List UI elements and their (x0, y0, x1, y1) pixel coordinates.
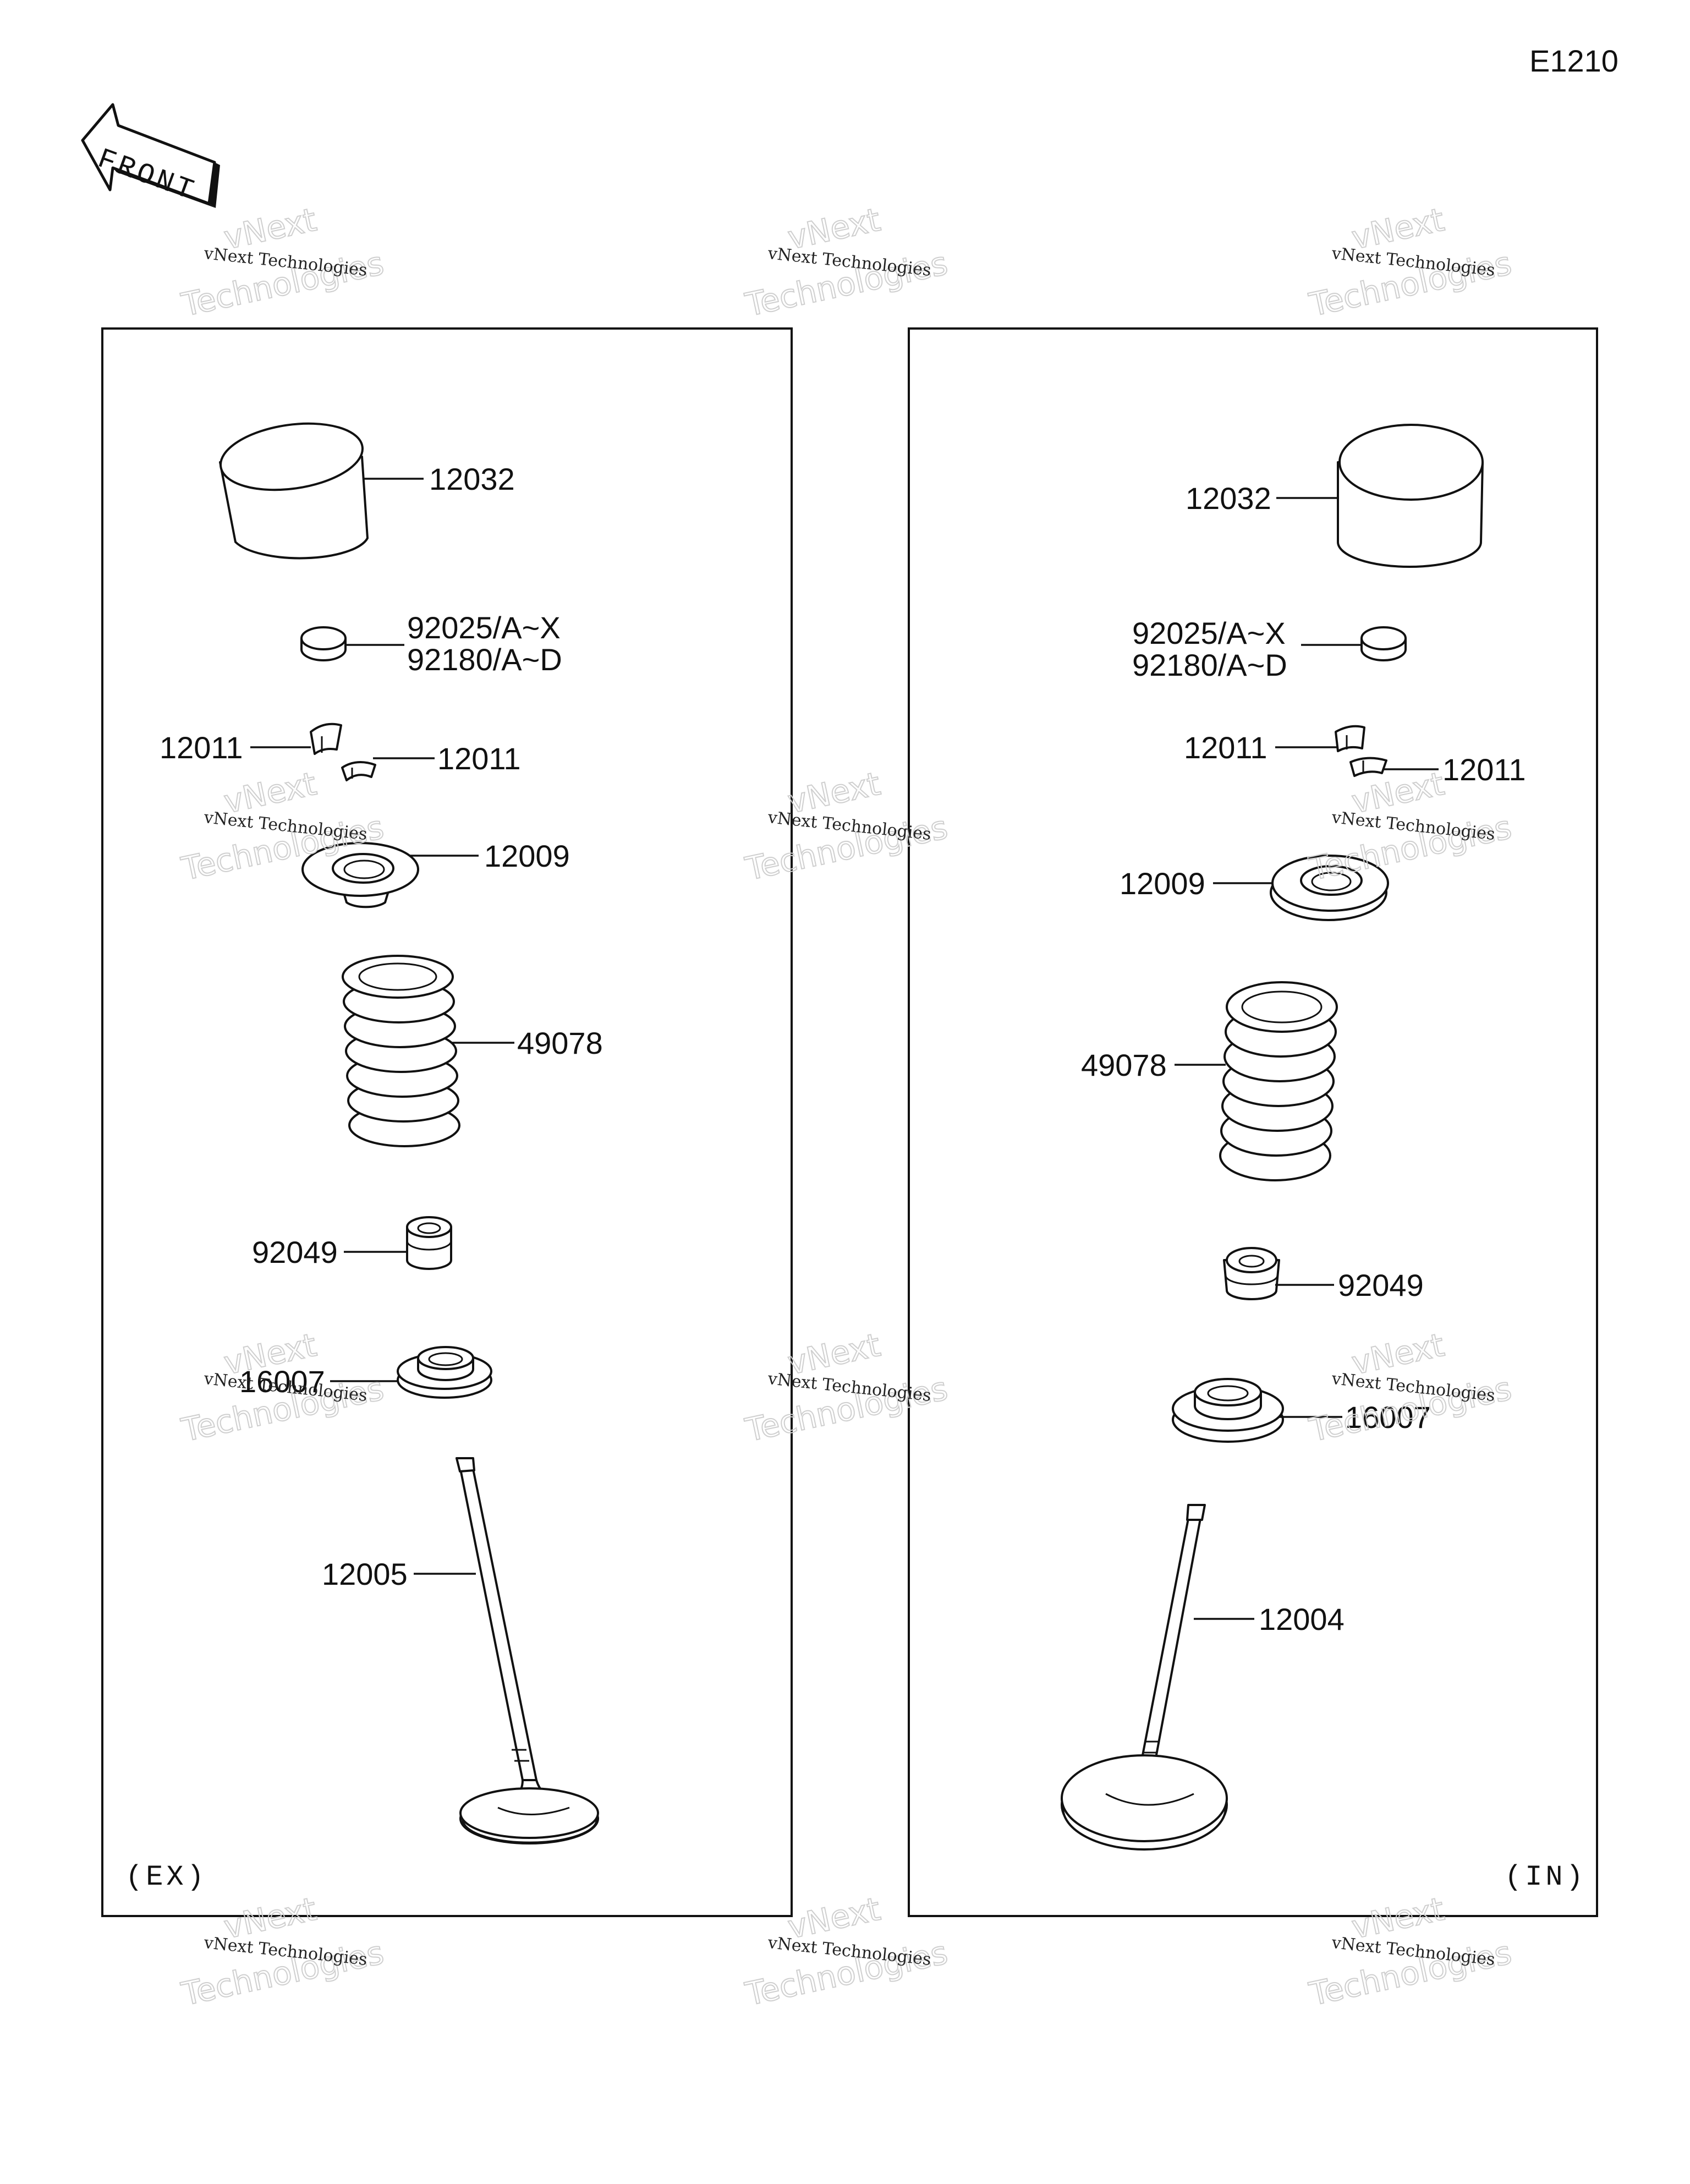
exhaust-label-retainer: 12009 (484, 839, 570, 873)
exhaust-label-shim-a: 92025/A~X (407, 610, 561, 645)
exhaust-shim (300, 626, 347, 661)
intake-stem-seal (1223, 1247, 1280, 1300)
watermark: vNext Technologies vNext Technologies (178, 1326, 388, 1449)
intake-label-keeper-left: 12011 (1184, 730, 1268, 765)
exhaust-label-spring-seat: 16007 (239, 1364, 325, 1399)
intake-label-valve: 12004 (1259, 1602, 1345, 1636)
exhaust-label-shim-b: 92180/A~D (407, 642, 562, 677)
exhaust-panel-tag: (EX) (125, 1861, 207, 1893)
intake-label-retainer: 12009 (1120, 866, 1205, 901)
exhaust-stem-seal (406, 1216, 452, 1270)
intake-retainer (1270, 855, 1389, 921)
intake-valve (1061, 1504, 1228, 1851)
intake-keepers (1335, 725, 1387, 777)
front-arrow-icon: FRONT (81, 103, 220, 209)
exhaust-label-keeper-left: 12011 (160, 730, 243, 765)
intake-panel (908, 327, 1598, 1917)
exhaust-parts: 12032 92025/A~X 92180/A~D 12011 12011 12… (125, 422, 603, 1893)
watermark: vNext Technologies vNext Technologies (742, 1326, 952, 1449)
intake-label-tappet: 12032 (1186, 481, 1271, 516)
watermark: vNext Technologies vNext Technologies (742, 200, 952, 324)
exhaust-keepers (310, 722, 376, 781)
watermark: vNext Technologies vNext Technologies (742, 764, 952, 888)
watermark: vNext Technologies vNext Technologies (1305, 1890, 1516, 2013)
intake-panel-tag: (IN) (1505, 1861, 1587, 1893)
intake-parts: 12032 92025/A~X 92180/A~D 12011 12011 12… (1061, 424, 1587, 1893)
intake-label-spring-seat: 16007 (1345, 1400, 1431, 1435)
exhaust-spring-seat (397, 1346, 492, 1399)
diagram-code: E1210 (1529, 43, 1618, 78)
intake-shim (1360, 626, 1407, 661)
exhaust-label-spring: 49078 (517, 1026, 603, 1060)
watermark: vNext Technologies vNext Technologies (1305, 200, 1516, 324)
exhaust-label-valve: 12005 (322, 1557, 408, 1591)
exhaust-panel (101, 327, 793, 1917)
exhaust-retainer (301, 842, 419, 908)
intake-label-spring: 49078 (1081, 1048, 1167, 1082)
exhaust-label-tappet: 12032 (429, 462, 515, 496)
intake-label-shim-a: 92025/A~X (1132, 616, 1286, 650)
intake-spring-seat (1172, 1378, 1284, 1443)
intake-label-keeper-right: 12011 (1442, 752, 1526, 787)
exhaust-tappet (219, 422, 369, 560)
exhaust-label-keeper-right: 12011 (437, 741, 521, 776)
watermark: vNext Technologies vNext Technologies (178, 1890, 388, 2013)
intake-label-stem-seal: 92049 (1338, 1268, 1424, 1302)
watermark: vNext Technologies vNext Technologies (178, 764, 388, 888)
exhaust-label-stem-seal: 92049 (252, 1235, 338, 1269)
exhaust-valve (456, 1457, 599, 1844)
watermark: vNext Technologies vNext Technologies (742, 1890, 952, 2013)
intake-tappet (1337, 424, 1484, 568)
watermark: vNext Technologies vNext Technologies (178, 200, 388, 324)
intake-label-shim-b: 92180/A~D (1132, 648, 1287, 682)
intake-spring (1219, 981, 1338, 1181)
exhaust-spring (342, 955, 460, 1147)
